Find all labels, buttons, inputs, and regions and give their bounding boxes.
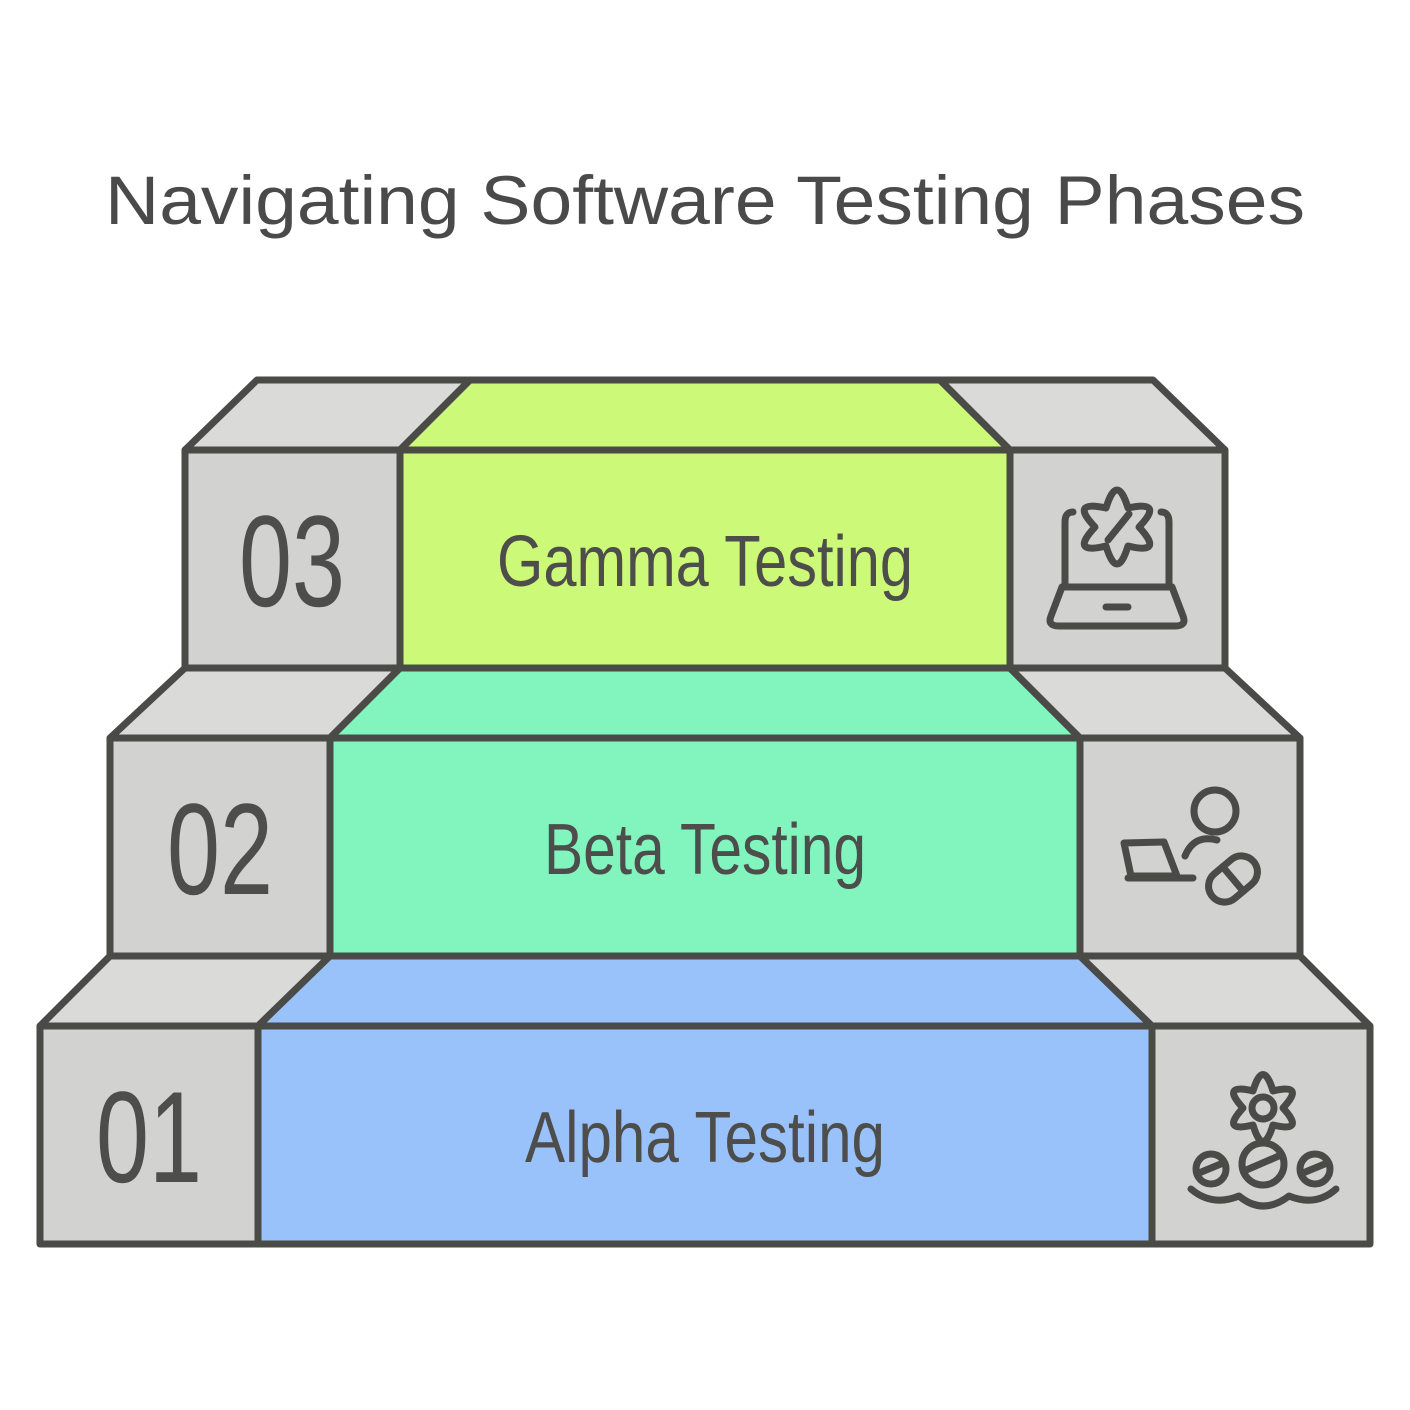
team-shoulders <box>1187 1185 1340 1210</box>
gear-shape <box>1230 1071 1296 1145</box>
step1-top-face-center <box>254 952 1156 1030</box>
head-left-band <box>1195 1159 1227 1177</box>
step-number: 03 <box>239 488 345 634</box>
page-title: Navigating Software Testing Phases <box>105 162 1305 239</box>
step-label: Gamma Testing <box>497 522 913 602</box>
head-right-band <box>1299 1159 1331 1177</box>
gear-hole <box>1248 1093 1278 1123</box>
head-center-band <box>1240 1151 1285 1175</box>
user-shoulder <box>1181 835 1221 860</box>
gear-shape <box>1080 486 1154 568</box>
step-beta: 02 Beta Testing <box>106 664 1304 960</box>
step-gamma: 03 Gamma Testing <box>181 376 1229 672</box>
laptop-base <box>1046 583 1188 630</box>
capsule-seam <box>1219 863 1247 895</box>
step-number: 01 <box>96 1064 202 1210</box>
step-number: 02 <box>167 776 273 922</box>
team-gear-icon <box>1187 1071 1340 1210</box>
laptop-screen-left-edge <box>1061 508 1077 589</box>
user-head <box>1190 786 1240 836</box>
step3-top-face-center <box>396 376 1014 454</box>
laptop-screen-right-edge <box>1157 508 1173 589</box>
step-alpha: 01 Alpha Testing <box>36 952 1374 1248</box>
step2-label-panel <box>326 734 1084 960</box>
step1-number-box <box>36 1022 262 1248</box>
gear-slash <box>1104 510 1133 544</box>
step3-number-box <box>181 446 404 672</box>
step2-top-face-center <box>326 664 1084 742</box>
step-label: Beta Testing <box>544 810 866 890</box>
step3-icon-box <box>1006 446 1229 672</box>
laptop-gear-icon <box>1046 486 1188 630</box>
step1-icon-box <box>1148 1022 1374 1248</box>
user-laptop-icon <box>1120 786 1261 906</box>
step-label: Alpha Testing <box>525 1098 885 1178</box>
